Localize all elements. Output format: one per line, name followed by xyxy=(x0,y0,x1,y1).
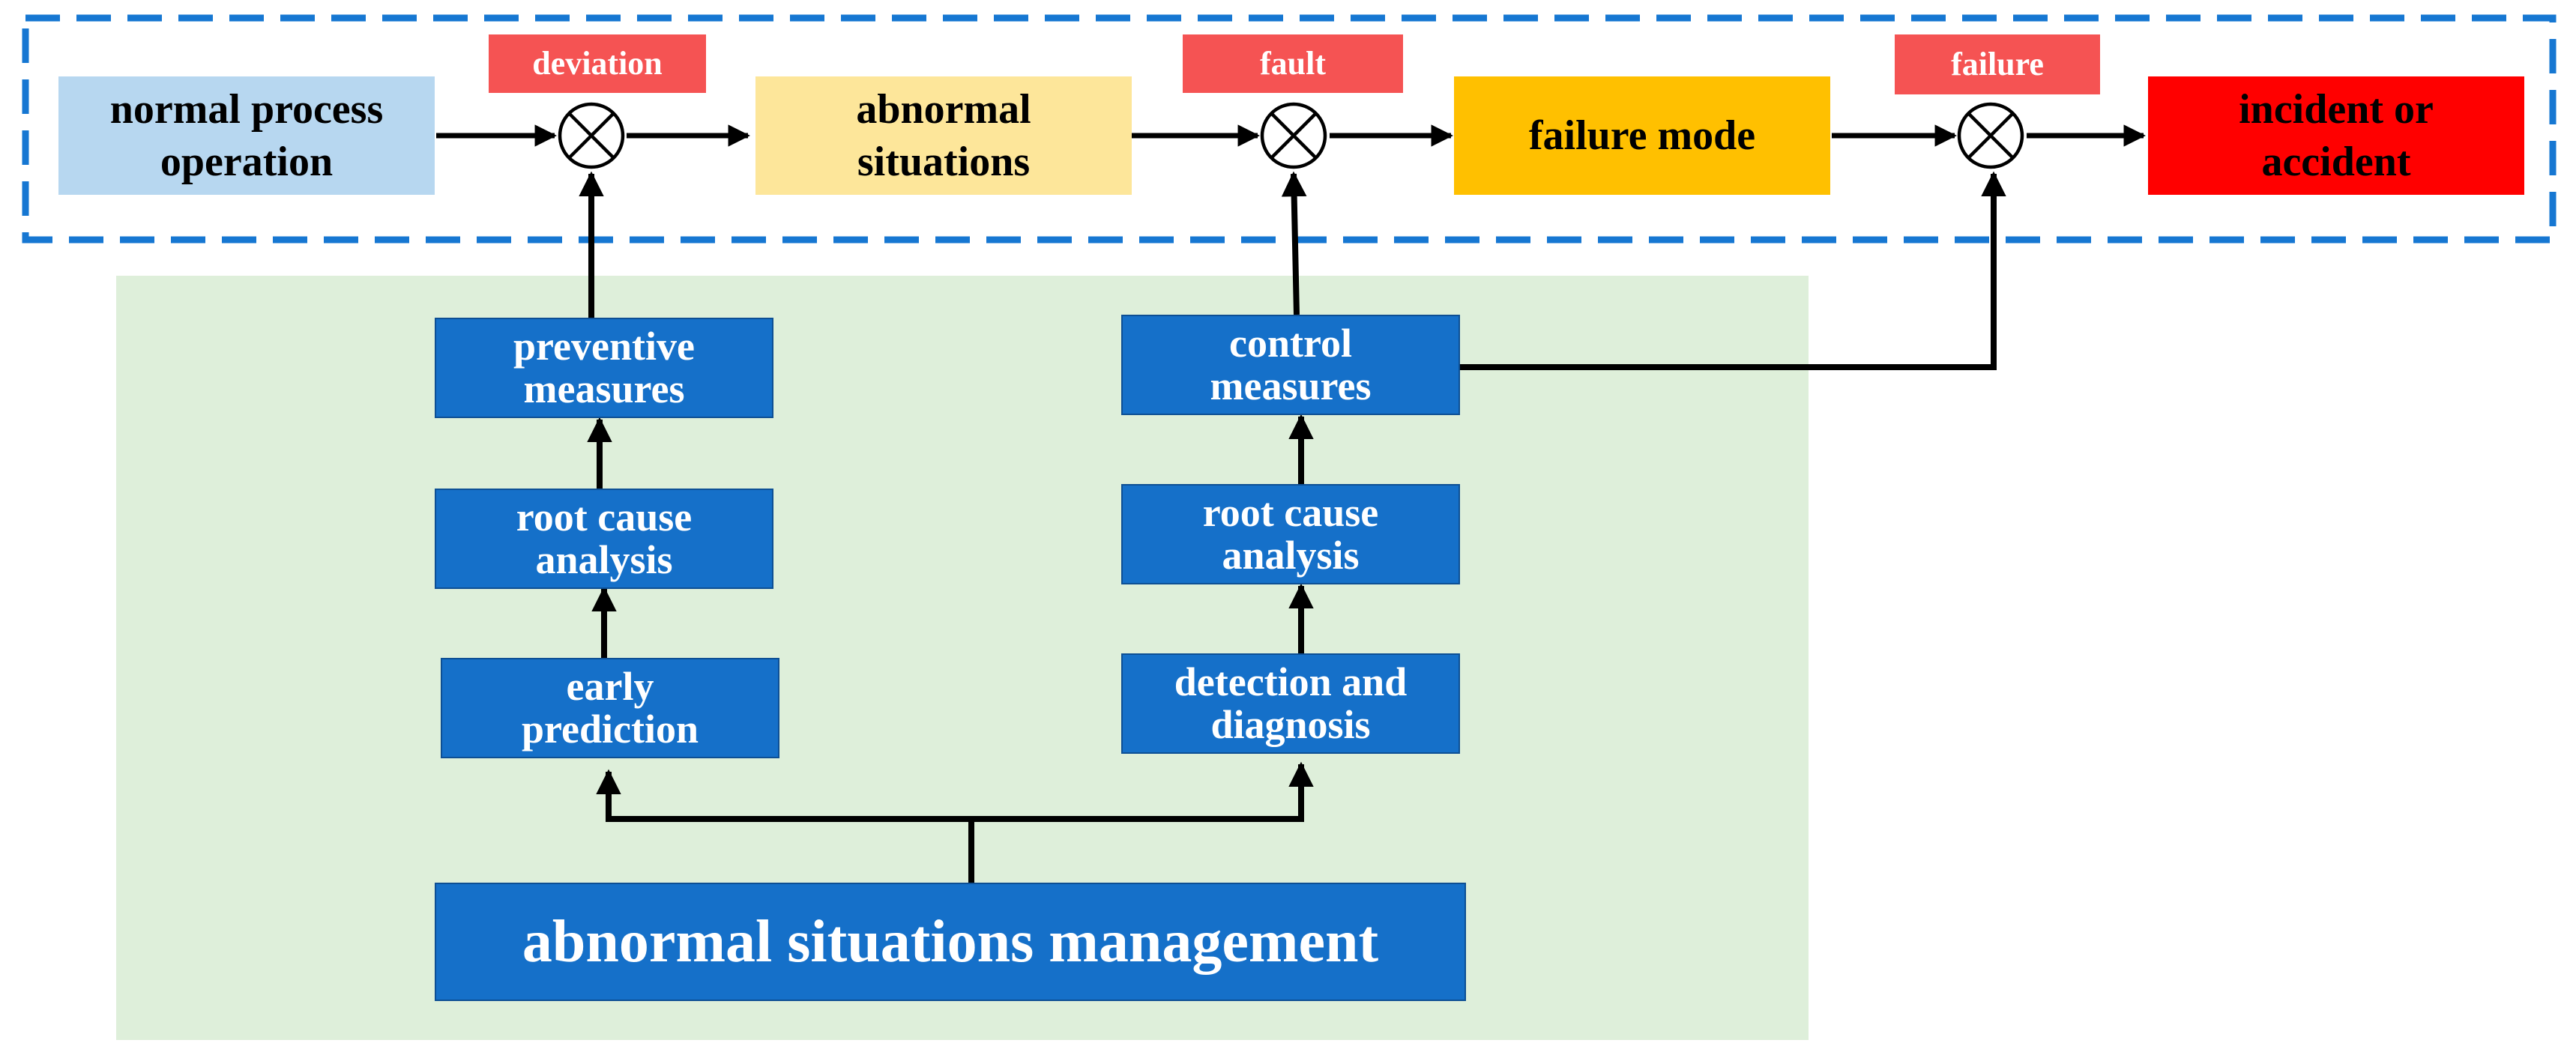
deviation-label: deviation xyxy=(532,45,663,82)
root-cause-left-box: root cause analysis xyxy=(435,489,773,589)
arrow-management-to-prediction xyxy=(596,769,974,883)
incident-label: incident or accident xyxy=(2239,86,2434,185)
fault-tag: fault xyxy=(1183,34,1403,93)
early-prediction-box: early prediction xyxy=(441,658,779,758)
failure-label: failure xyxy=(1951,46,2044,82)
failure-tag: failure xyxy=(1895,34,2100,94)
junction-fault xyxy=(1260,102,1327,169)
incident-box: incident or accident xyxy=(2148,76,2524,195)
management-arrows xyxy=(579,171,2006,883)
fault-label: fault xyxy=(1260,45,1326,82)
arrow-control-to-fault xyxy=(1281,171,1307,315)
root-cause-right-label: root cause analysis xyxy=(1202,490,1379,578)
failure-mode-label: failure mode xyxy=(1528,112,1756,159)
detection-diagnosis-label: detection and diagnosis xyxy=(1174,659,1408,747)
failure-mode-box: failure mode xyxy=(1454,76,1830,195)
junction-deviation xyxy=(558,102,625,169)
early-prediction-label: early prediction xyxy=(521,664,699,752)
arrow-management-to-detection xyxy=(971,761,1314,822)
control-measures-box: control measures xyxy=(1121,315,1460,415)
normal-operation-box: normal process operation xyxy=(58,76,435,195)
preventive-measures-box: preventive measures xyxy=(435,318,773,418)
root-cause-left-label: root cause analysis xyxy=(516,495,693,582)
preventive-measures-label: preventive measures xyxy=(513,324,695,411)
normal-operation-label: normal process operation xyxy=(109,86,384,185)
junction-failure xyxy=(1957,102,2024,169)
abnormal-situations-box: abnormal situations xyxy=(755,76,1132,195)
detection-diagnosis-box: detection and diagnosis xyxy=(1121,653,1460,754)
arrow-control-to-failure xyxy=(1460,171,2006,370)
management-title-box: abnormal situations management xyxy=(435,883,1466,1001)
root-cause-right-box: root cause analysis xyxy=(1121,484,1460,584)
management-title: abnormal situations management xyxy=(522,909,1379,975)
deviation-tag: deviation xyxy=(489,34,706,93)
control-measures-label: control measures xyxy=(1210,321,1372,408)
abnormal-situations-label: abnormal situations xyxy=(856,86,1031,185)
